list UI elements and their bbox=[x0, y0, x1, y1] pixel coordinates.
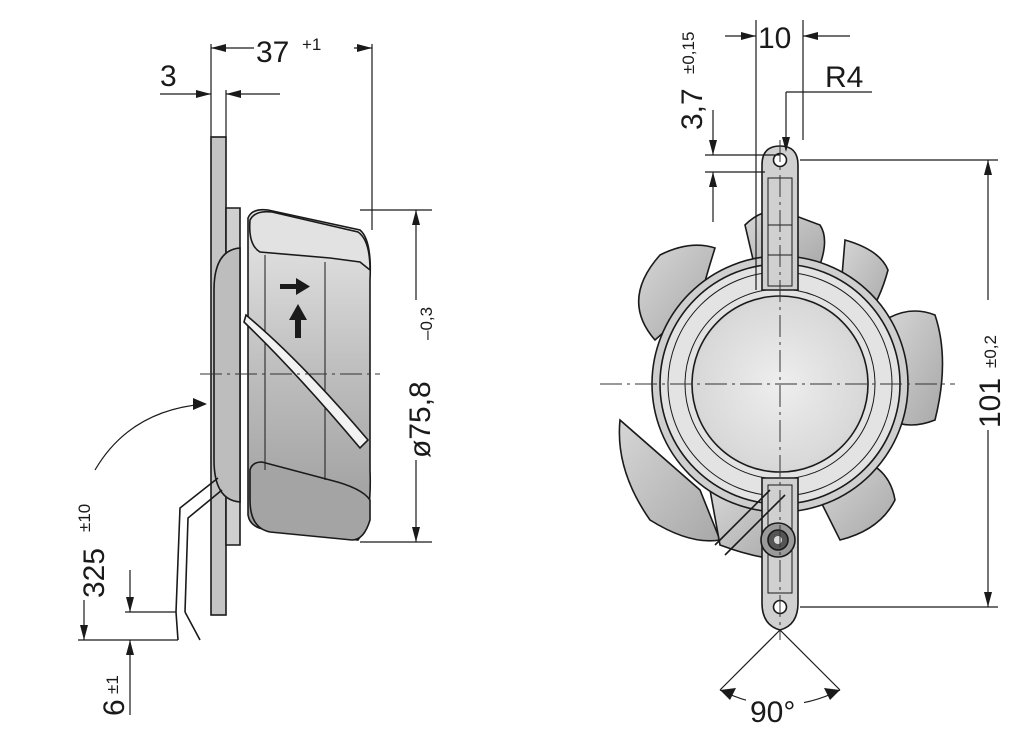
dim-hole-spacing: 101 bbox=[974, 378, 1007, 428]
rotation-arrow-icon bbox=[289, 304, 307, 338]
dim-angle: 90° bbox=[750, 696, 795, 729]
impeller-top-blade bbox=[248, 210, 371, 272]
dim-hole-offset: 3,7 bbox=[676, 88, 709, 130]
dim-diameter: ø75,8 bbox=[404, 381, 437, 458]
dim-depth-tolerance: +1 bbox=[302, 35, 321, 54]
dim-hole-offset-tolerance: ±0,15 bbox=[679, 32, 698, 74]
motor-rim bbox=[213, 247, 241, 503]
dim-flange-thickness: 3 bbox=[160, 60, 177, 93]
front-view: 10 R4 3,7 ±0,15 101 ±0,2 90° bbox=[600, 20, 1007, 729]
dim-cable-strip: 6 bbox=[98, 699, 131, 716]
dim-hole-spacing-tolerance: ±0,2 bbox=[981, 335, 1000, 368]
dim-cable-strip-tolerance: ±1 bbox=[103, 675, 122, 694]
dim-radius: R4 bbox=[825, 61, 863, 94]
dim-cable-length: 325 bbox=[78, 548, 111, 598]
cable bbox=[175, 477, 219, 613]
impeller-blade-sweep bbox=[243, 313, 370, 450]
side-view: 3 37 +1 ø75,8 –0,3 325 ±10 6 ±1 bbox=[75, 32, 437, 716]
dim-diameter-tolerance: –0,3 bbox=[417, 307, 436, 340]
dim-cable-length-tolerance: ±10 bbox=[75, 504, 94, 532]
dim-slot-width: 10 bbox=[758, 22, 791, 55]
impeller-bottom-blade bbox=[249, 461, 371, 541]
dim-depth: 37 bbox=[256, 36, 289, 69]
airflow-arrow-icon bbox=[280, 278, 310, 295]
